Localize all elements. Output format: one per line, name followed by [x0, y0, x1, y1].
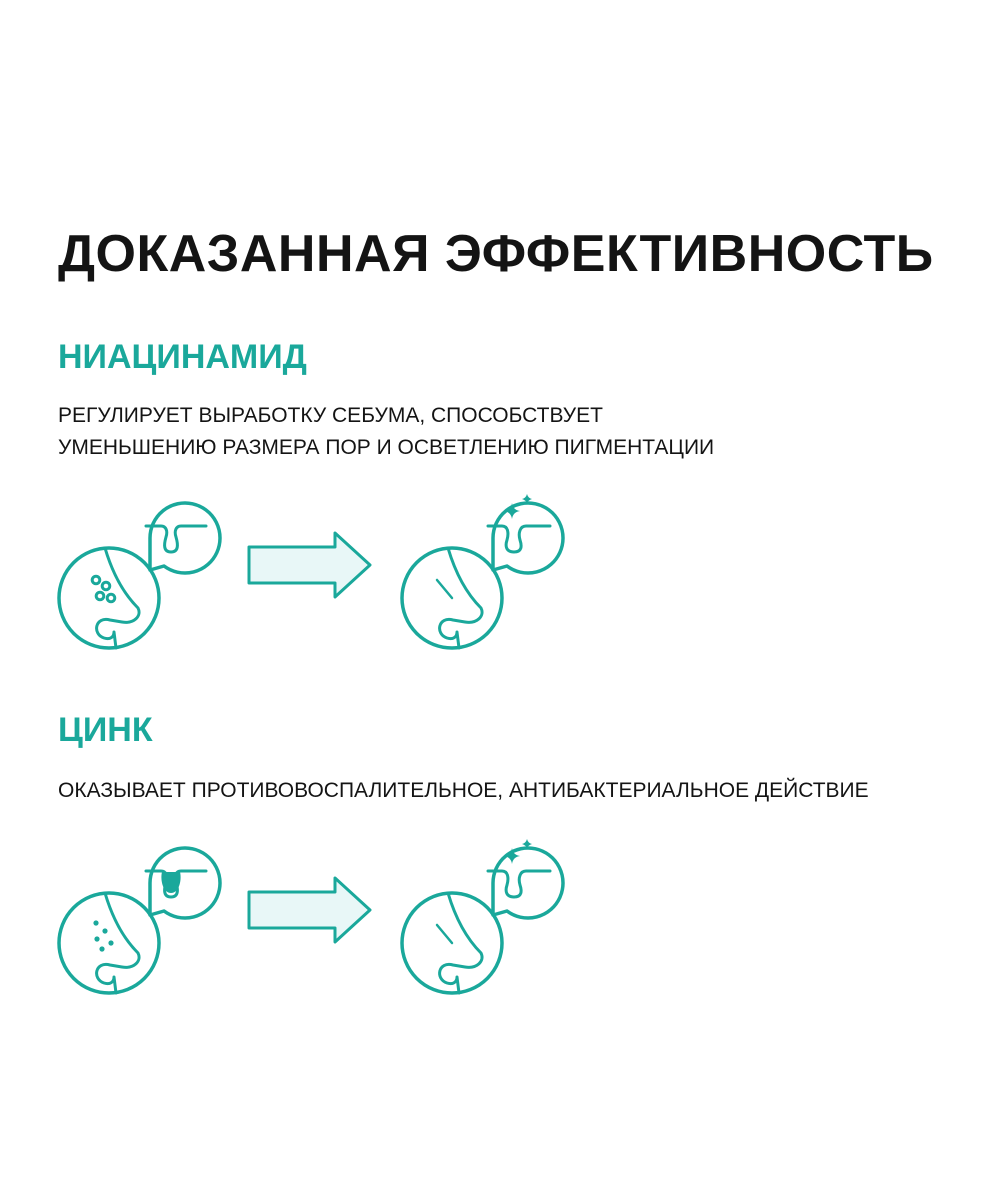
open-pore-icon	[144, 501, 222, 575]
clogged-pore-icon	[144, 846, 222, 920]
nose-clear-skin-icon	[400, 891, 504, 995]
description-line: УМЕНЬШЕНИЮ РАЗМЕРА ПОР И ОСВЕТЛЕНИЮ ПИГМ…	[58, 436, 715, 459]
zinc-illustration	[57, 839, 565, 995]
description-line: РЕГУЛИРУЕТ ВЫРАБОТКУ СЕБУМА, СПОСОБСТВУЕ…	[58, 404, 603, 427]
arrow-right-icon	[247, 876, 372, 944]
sparkle-pore-icon	[486, 494, 565, 575]
sparkle-pore-icon	[486, 839, 565, 920]
nose-inflamed-skin-icon	[57, 891, 161, 995]
section-zinc-heading: ЦИНК	[58, 711, 153, 749]
section-zinc-description: ОКАЗЫВАЕТ ПРОТИВОВОСПАЛИТЕЛЬНОЕ, АНТИБАК…	[58, 775, 869, 807]
niacinamide-illustration	[57, 494, 565, 650]
nose-enlarged-pores-icon	[57, 546, 161, 650]
description-line: ОКАЗЫВАЕТ ПРОТИВОВОСПАЛИТЕЛЬНОЕ, АНТИБАК…	[58, 779, 869, 802]
arrow-right-icon	[247, 531, 372, 599]
page-title: ДОКАЗАННАЯ ЭФФЕКТИВНОСТЬ	[58, 225, 934, 283]
nose-clear-skin-icon	[400, 546, 504, 650]
section-niacinamide-description: РЕГУЛИРУЕТ ВЫРАБОТКУ СЕБУМА, СПОСОБСТВУЕ…	[58, 400, 714, 464]
section-niacinamide-heading: НИАЦИНАМИД	[58, 338, 307, 376]
